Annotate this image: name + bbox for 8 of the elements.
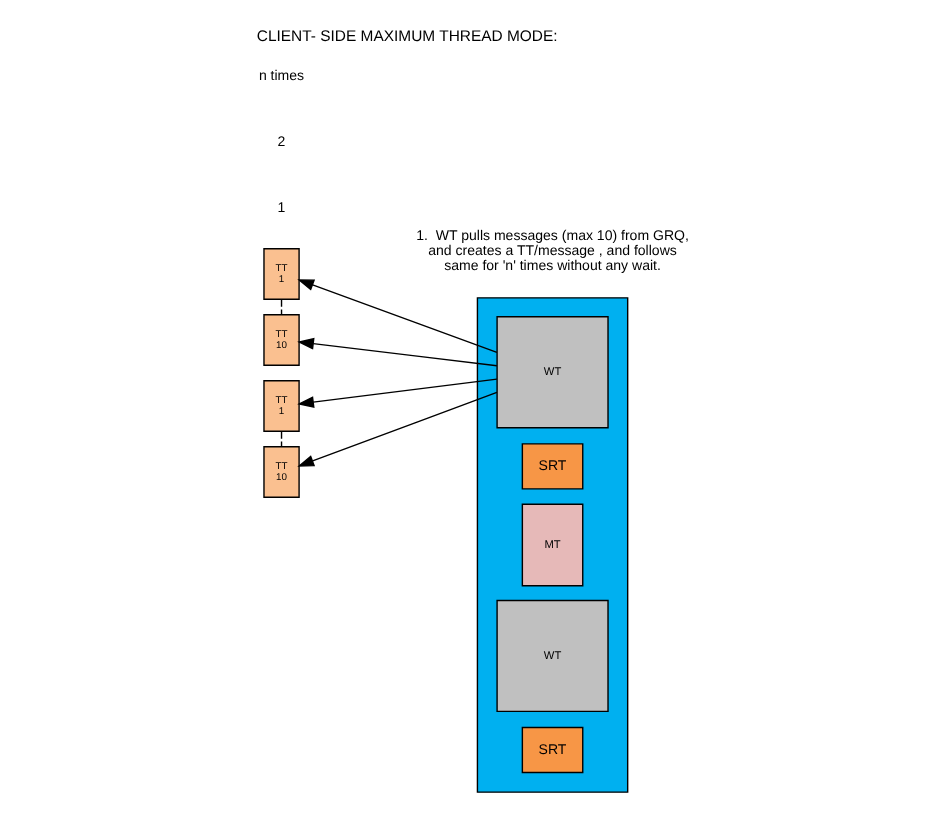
arrow (297, 391, 498, 467)
arrow (297, 337, 498, 367)
diagram-title: CLIENT- SIDE MAXIMUM THREAD MODE: (256, 26, 558, 45)
arrow (297, 279, 498, 354)
connector (280, 431, 283, 447)
connector (280, 299, 283, 315)
arrow (297, 378, 498, 408)
cluster (476, 297, 629, 793)
